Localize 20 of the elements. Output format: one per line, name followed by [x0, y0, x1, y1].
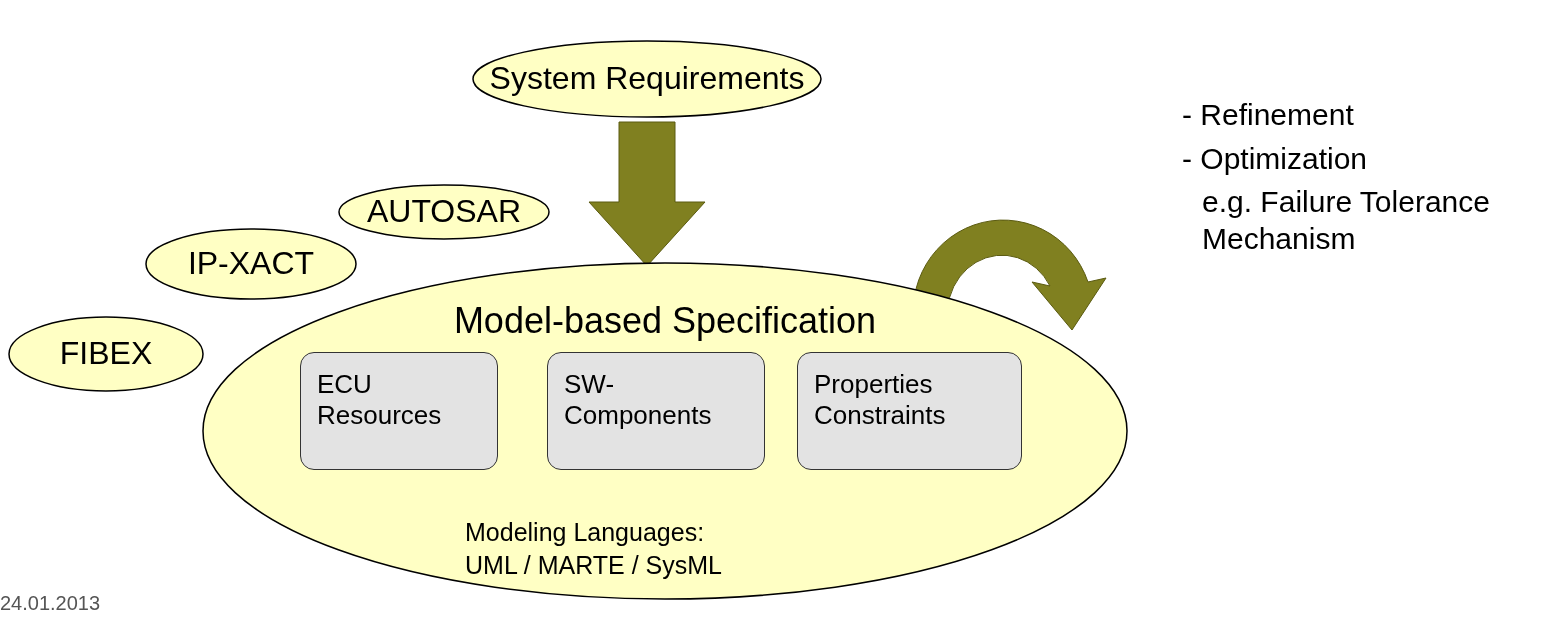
node-title: Model-based Specification — [452, 300, 878, 342]
component-label: SW- Components — [564, 369, 713, 432]
node-label: System Requirements — [488, 60, 806, 97]
node-label: AUTOSAR — [365, 193, 523, 230]
node-label: FIBEX — [58, 335, 154, 372]
note-text: Modeling Languages: UML / MARTE / SysML — [465, 517, 723, 581]
note-text: e.g. Failure Tolerance Mechanism — [1202, 184, 1491, 257]
node-label: IP-XACT — [186, 245, 316, 282]
component-label: ECU Resources — [317, 369, 443, 432]
component-label: Properties Constraints — [814, 369, 947, 432]
component-box — [547, 352, 765, 470]
component-box — [797, 352, 1022, 470]
note-text: - Refinement — [1182, 98, 1354, 132]
ellipse-node — [8, 316, 204, 392]
ellipse-node — [338, 184, 550, 240]
date-label: 24.01.2013 — [0, 592, 101, 615]
component-box — [300, 352, 498, 470]
ellipse-node — [145, 228, 357, 300]
note-text: - Optimization — [1182, 142, 1368, 176]
ellipse-node — [472, 40, 822, 118]
